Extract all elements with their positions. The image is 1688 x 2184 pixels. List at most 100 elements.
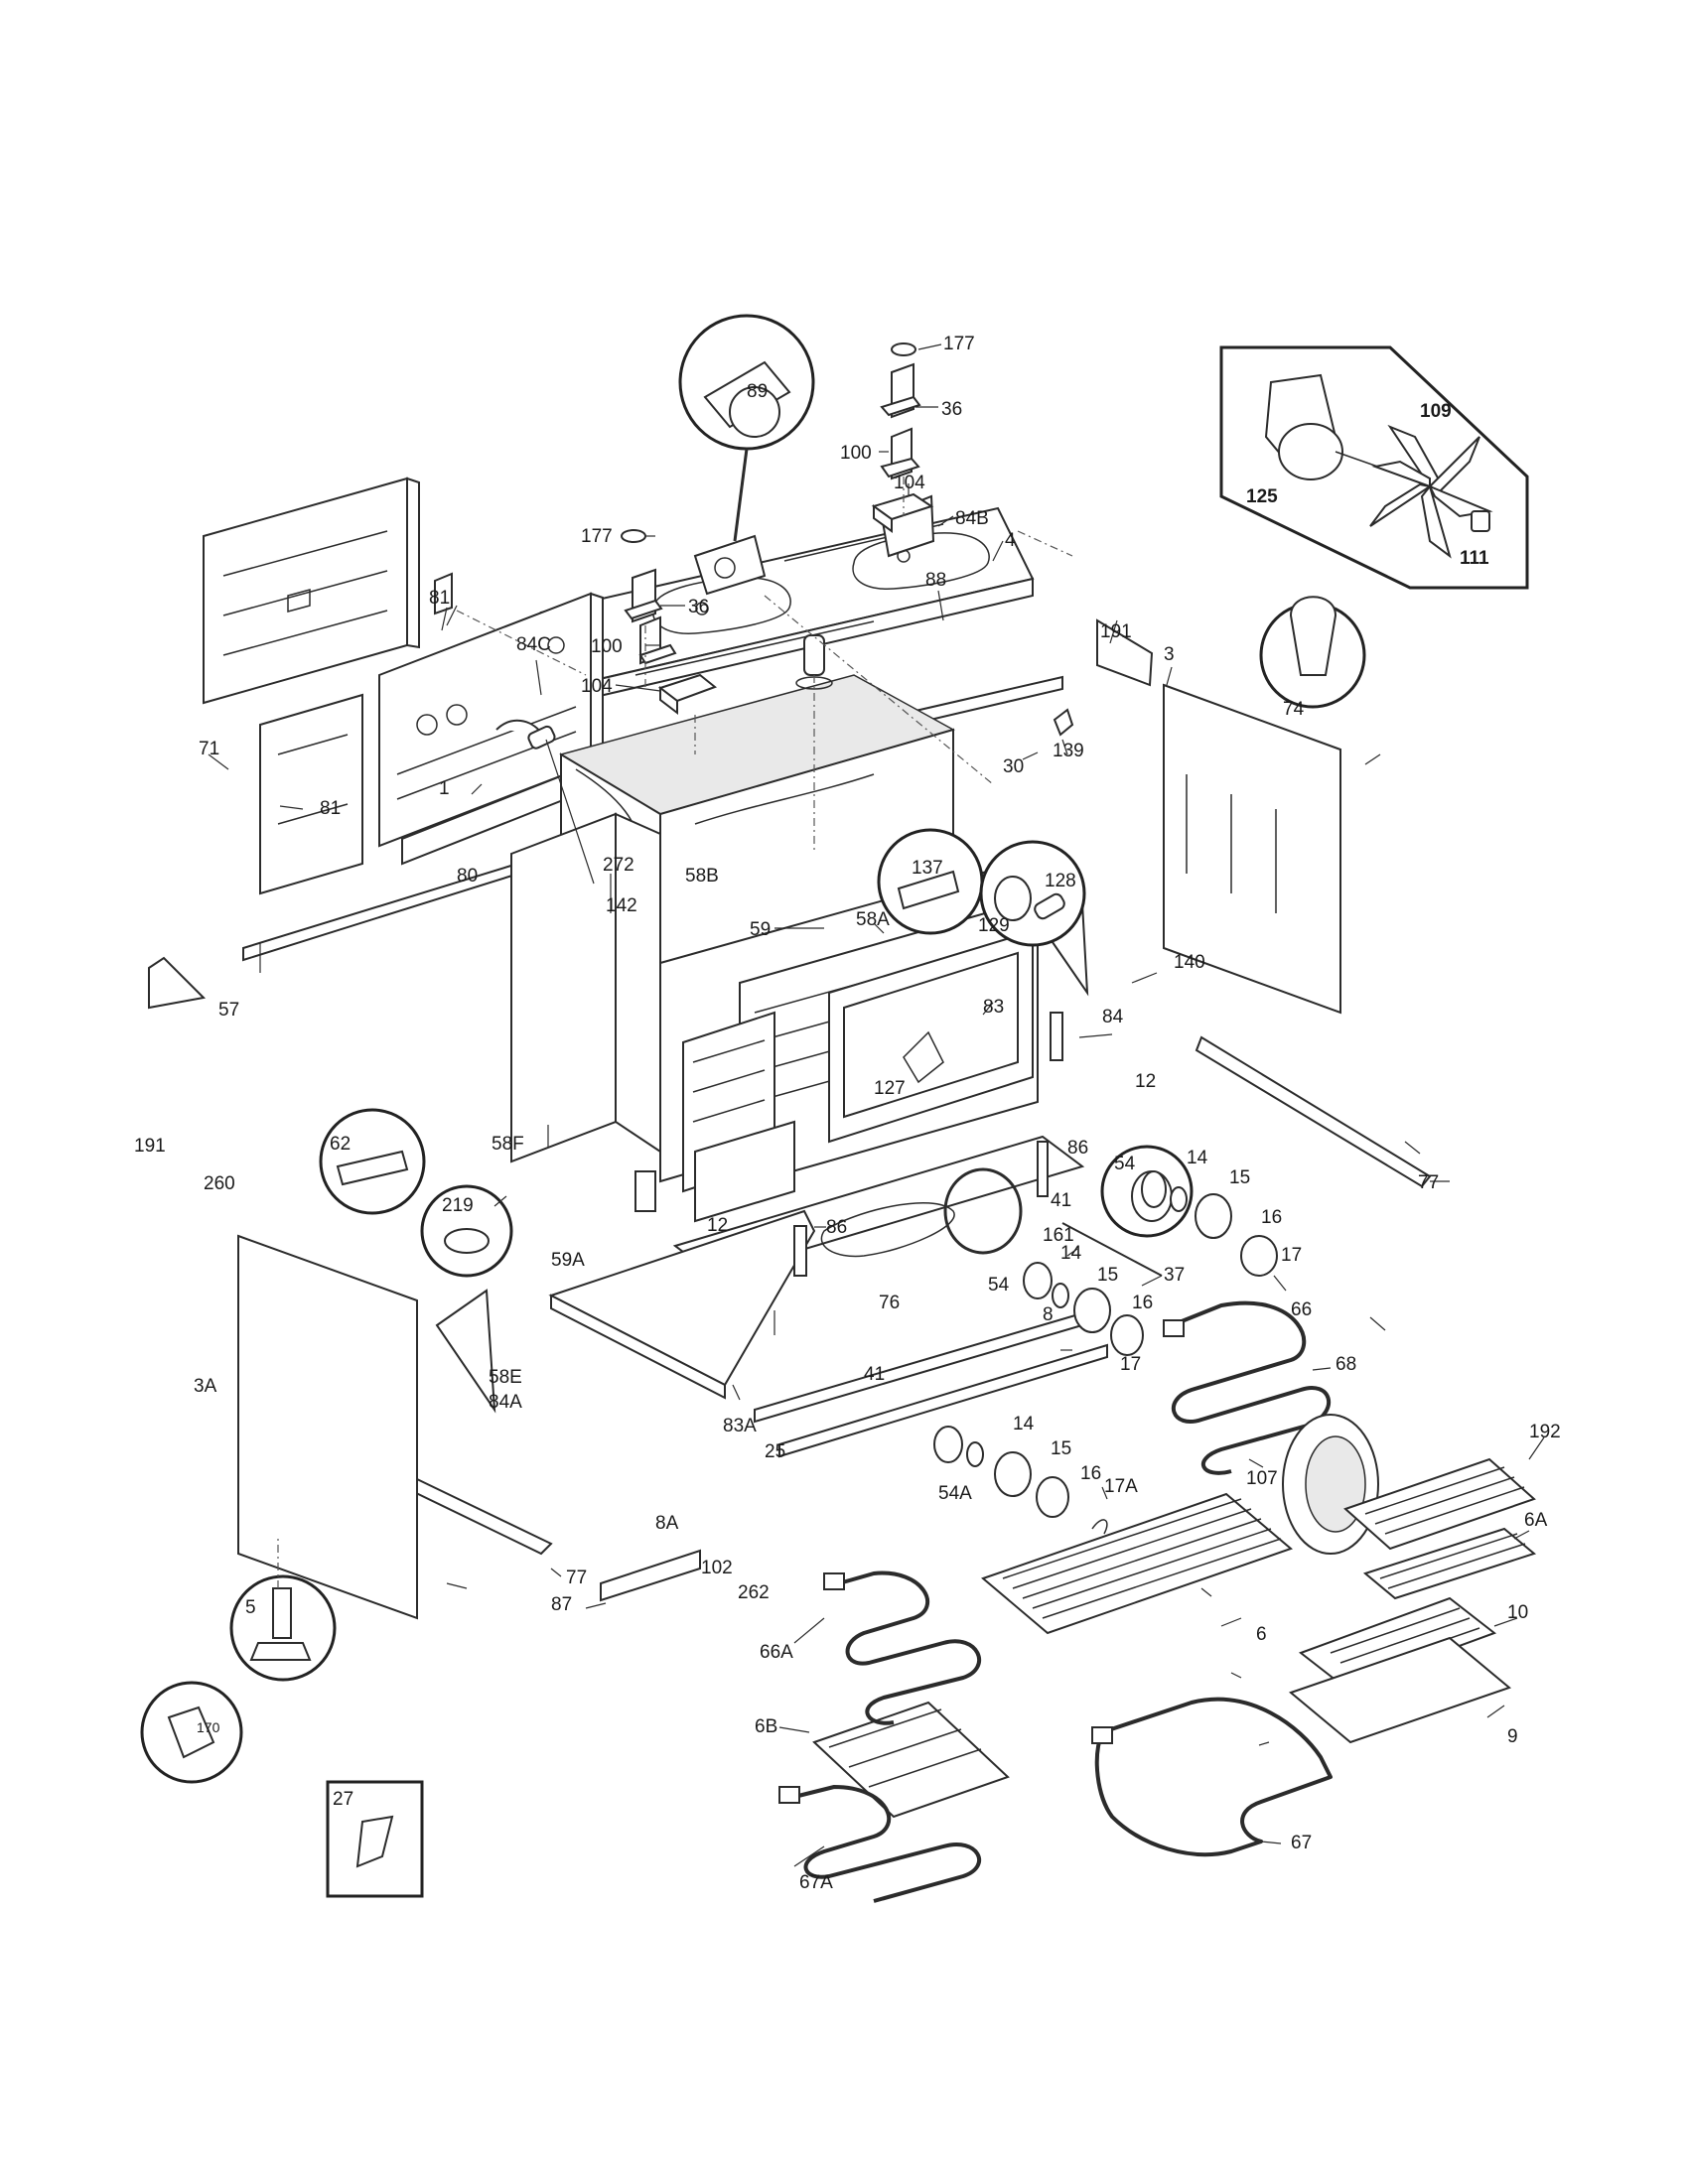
callout-74: 74 — [1283, 699, 1305, 720]
callout-57: 57 — [218, 1000, 239, 1021]
callout-68: 68 — [1336, 1354, 1356, 1375]
callout-83: 83 — [983, 997, 1004, 1018]
bracket-part-191a — [148, 956, 207, 1010]
callout-3A: 3A — [194, 1376, 217, 1397]
callout-76: 76 — [879, 1293, 900, 1313]
callout-14: 14 — [1013, 1414, 1035, 1434]
callout-41: 41 — [864, 1364, 885, 1385]
callout-59A: 59A — [551, 1250, 585, 1271]
broil-element-part-66 — [1163, 1300, 1332, 1475]
inset-convection-fan — [1219, 345, 1529, 590]
bracket-part-81a — [434, 572, 453, 615]
leader-lines — [208, 343, 1545, 1867]
gasket-part-41a — [1037, 1141, 1049, 1197]
bracket-part-100a — [880, 427, 920, 480]
callout-6A: 6A — [1524, 1510, 1548, 1531]
callout-12: 12 — [707, 1215, 728, 1236]
callout-84A: 84A — [489, 1392, 522, 1413]
callout-84B: 84B — [955, 508, 989, 529]
clip-part-17A — [1091, 1519, 1108, 1535]
element-part-67A — [778, 1785, 982, 1903]
broil-pan-grid-part-192 — [1343, 1457, 1536, 1551]
grid-part-6A — [1362, 1527, 1537, 1600]
callout-58E: 58E — [489, 1367, 522, 1388]
callout-89: 89 — [747, 381, 768, 402]
callout-15: 15 — [1051, 1438, 1071, 1459]
callout-6B: 6B — [755, 1716, 777, 1737]
callout-104: 104 — [894, 473, 925, 493]
bracket-part-104b — [657, 673, 718, 716]
hinge-part-86b — [793, 1225, 807, 1277]
callout-177: 177 — [581, 526, 613, 547]
callout-137: 137 — [912, 858, 943, 879]
callout-140: 140 — [1174, 952, 1205, 973]
connector-part-272 — [527, 725, 556, 750]
callout-14: 14 — [1187, 1148, 1208, 1168]
bracket-part-104a — [871, 492, 934, 533]
callout-25: 25 — [765, 1441, 785, 1462]
side-panel-part-3A — [237, 1234, 418, 1620]
callout-83A: 83A — [723, 1416, 757, 1436]
callout-58F: 58F — [492, 1134, 524, 1155]
callout-10: 10 — [1507, 1602, 1528, 1623]
bracket-part-36a — [880, 362, 921, 419]
callout-129: 129 — [978, 915, 1010, 936]
assembly-lines — [277, 477, 1073, 1588]
callout-27: 27 — [333, 1789, 353, 1810]
callout-77: 77 — [1418, 1172, 1439, 1193]
callout-260: 260 — [204, 1173, 235, 1194]
socket-part-14b — [1052, 1283, 1069, 1308]
callout-87: 87 — [551, 1594, 572, 1615]
rear-panel-part-71 — [203, 477, 420, 705]
callout-9: 9 — [1507, 1726, 1518, 1747]
callout-62: 62 — [330, 1134, 351, 1155]
callout-37: 37 — [1164, 1265, 1185, 1286]
callout-104: 104 — [581, 676, 613, 697]
callout-1: 1 — [439, 778, 450, 799]
callout-17: 17 — [1120, 1354, 1141, 1375]
callout-59: 59 — [750, 919, 771, 940]
callout-128: 128 — [1045, 871, 1076, 891]
callout-4: 4 — [1005, 530, 1016, 551]
callout-86: 86 — [1067, 1138, 1088, 1159]
callout-107: 107 — [1246, 1468, 1278, 1489]
callout-191: 191 — [1100, 621, 1132, 642]
clip-part-177a — [891, 342, 916, 356]
bracket-part-139 — [1053, 708, 1074, 737]
callout-81: 81 — [429, 588, 450, 609]
callout-191: 191 — [134, 1136, 166, 1157]
callout-109: 109 — [1420, 401, 1452, 422]
lamp-part-15c — [994, 1451, 1032, 1497]
callout-58B: 58B — [685, 866, 719, 887]
bottom-panel-part-8A — [548, 1209, 816, 1400]
callout-3: 3 — [1164, 644, 1175, 665]
callout-58A: 58A — [856, 909, 890, 930]
callout-36: 36 — [688, 597, 709, 617]
callout-17A: 17A — [1104, 1476, 1138, 1497]
callout-circle-74 — [1259, 596, 1366, 709]
callout-54: 54 — [1114, 1154, 1136, 1174]
leveling-leg-part-5 — [229, 1574, 337, 1682]
inset-box-27 — [326, 1780, 424, 1898]
callout-139: 139 — [1053, 741, 1084, 761]
callout-142: 142 — [606, 895, 637, 916]
callout-41: 41 — [1051, 1190, 1071, 1211]
lamp-part-15a — [1195, 1193, 1232, 1239]
callout-88: 88 — [925, 570, 946, 591]
callout-30: 30 — [1003, 756, 1024, 777]
callout-8: 8 — [1043, 1304, 1054, 1325]
callout-circle-219 — [420, 1184, 513, 1278]
callout-84: 84 — [1102, 1007, 1124, 1027]
clip-part-177b — [621, 529, 646, 543]
callout-177: 177 — [943, 334, 975, 354]
callout-66: 66 — [1291, 1299, 1312, 1320]
callout-100: 100 — [840, 443, 872, 464]
callout-15: 15 — [1229, 1167, 1250, 1188]
lower-panel-part-57 — [259, 693, 363, 895]
lamp-part-15b — [1073, 1288, 1111, 1333]
oven-rack-part-6 — [981, 1492, 1293, 1635]
callout-8A: 8A — [655, 1513, 679, 1534]
callout-77: 77 — [566, 1568, 587, 1588]
callout-6: 6 — [1256, 1624, 1267, 1645]
